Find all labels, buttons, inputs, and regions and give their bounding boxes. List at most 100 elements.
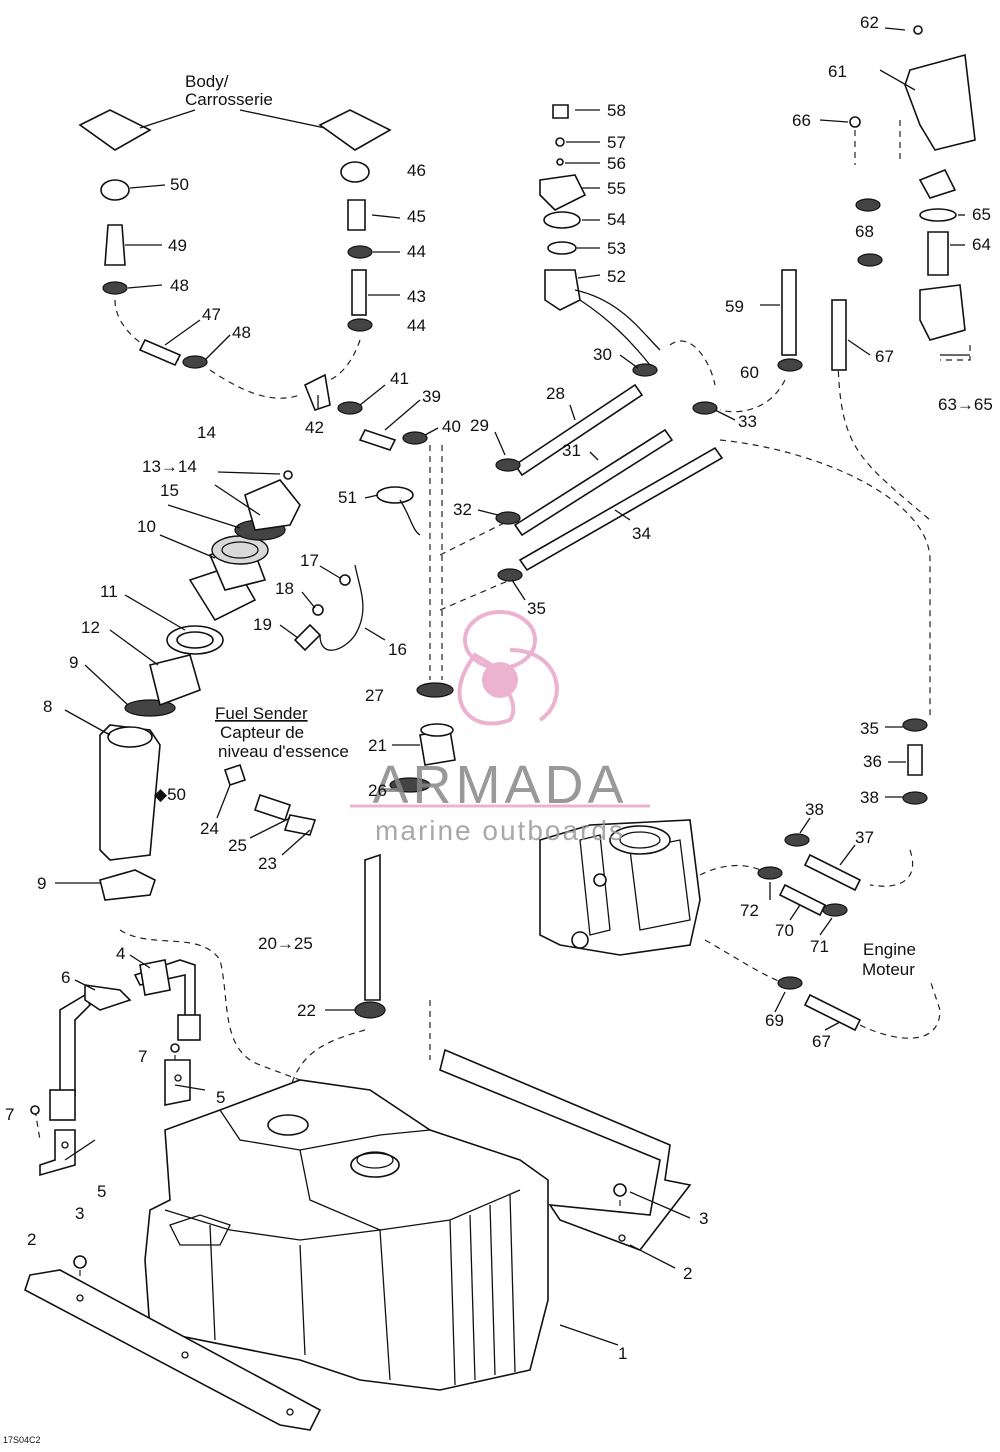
part-30: 30: [593, 345, 612, 364]
label-moteur: Moteur: [862, 960, 915, 979]
fuel-filter: [777, 25, 976, 372]
part-1: 1: [618, 1344, 627, 1363]
part-67-lower: 67: [812, 1032, 831, 1051]
part-labels: Body/ Carrosserie Fuel Sender Capteur de…: [3, 13, 993, 1445]
part-55: 55: [607, 179, 626, 198]
part-16: 16: [388, 640, 407, 659]
part-35-right: 35: [860, 719, 879, 738]
part-21: 21: [368, 736, 387, 755]
part-63-65: 63→65: [938, 395, 993, 414]
part-56: 56: [607, 154, 626, 173]
part-27: 27: [365, 686, 384, 705]
part-70: 70: [775, 921, 794, 940]
carburetor: [539, 819, 701, 956]
label-capteur: Capteur de: [220, 723, 304, 742]
part-44-upper: 44: [407, 242, 426, 261]
part-64: 64: [972, 235, 991, 254]
part-28: 28: [546, 384, 565, 403]
fuel-tank: [144, 1079, 549, 1391]
label-niveau: niveau d'essence: [218, 742, 349, 761]
part-59: 59: [725, 297, 744, 316]
label-carrosserie: Carrosserie: [185, 90, 273, 109]
part-17: 17: [300, 551, 319, 570]
part-37: 37: [855, 828, 874, 847]
part-50-sender: ◆50: [154, 785, 186, 804]
part-14: 14: [197, 423, 216, 442]
vent-hoses: [78, 109, 428, 451]
part-15: 15: [160, 481, 179, 500]
part-32: 32: [453, 500, 472, 519]
part-52: 52: [607, 267, 626, 286]
part-36: 36: [863, 752, 882, 771]
label-drawing-code: 17S04C2: [3, 1435, 41, 1445]
part-8: 8: [43, 697, 52, 716]
label-body: Body/: [185, 72, 229, 91]
cap-retainer: [293, 564, 364, 652]
part-57: 57: [607, 133, 626, 152]
part-3-left: 3: [75, 1204, 84, 1223]
part-38-upper: 38: [805, 800, 824, 819]
part-19: 19: [253, 615, 272, 634]
part-5-left: 5: [97, 1182, 106, 1201]
part-6: 6: [61, 968, 70, 987]
part-33: 33: [738, 412, 757, 431]
part-7-mid: 7: [138, 1047, 147, 1066]
part-67-upper: 67: [875, 347, 894, 366]
part-53: 53: [607, 239, 626, 258]
part-49: 49: [168, 236, 187, 255]
part-65: 65: [972, 205, 991, 224]
part-44-lower: 44: [407, 316, 426, 335]
part-5-mid: 5: [216, 1088, 225, 1107]
part-25: 25: [228, 836, 247, 855]
part-41: 41: [390, 369, 409, 388]
part-24: 24: [200, 819, 219, 838]
part-50: 50: [170, 175, 189, 194]
part-13-14: 13→14: [142, 457, 197, 476]
part-23: 23: [258, 854, 277, 873]
label-engine: Engine: [863, 940, 916, 959]
part-66: 66: [792, 111, 811, 130]
center-hoses: [376, 363, 724, 582]
fuel-pickup: [539, 104, 661, 366]
part-2-left: 2: [27, 1230, 36, 1249]
part-48-upper: 48: [170, 276, 189, 295]
part-71: 71: [810, 937, 829, 956]
part-34: 34: [632, 524, 651, 543]
part-48-lower: 48: [232, 323, 251, 342]
part-35-center: 35: [527, 599, 546, 618]
part-43: 43: [407, 287, 426, 306]
part-22: 22: [297, 1001, 316, 1020]
part-54: 54: [607, 210, 626, 229]
part-3-right: 3: [699, 1209, 708, 1228]
right-fittings: [757, 718, 928, 1032]
part-2-right: 2: [683, 1264, 692, 1283]
part-20-25: 20→25: [258, 934, 313, 953]
part-7-left: 7: [5, 1105, 14, 1124]
part-51: 51: [338, 488, 357, 507]
leader-lines: [55, 27, 970, 1346]
part-29: 29: [470, 416, 489, 435]
watermark: ARMADA marine outboards: [350, 610, 650, 846]
part-9-lower: 9: [37, 874, 46, 893]
part-45: 45: [407, 207, 426, 226]
fuel-sender: [223, 682, 456, 1019]
part-47: 47: [202, 305, 221, 324]
part-18: 18: [275, 579, 294, 598]
tank-supports: [24, 1048, 692, 1431]
part-60: 60: [740, 363, 759, 382]
part-62: 62: [860, 13, 879, 32]
part-40: 40: [442, 417, 461, 436]
part-9-upper: 9: [69, 653, 78, 672]
part-11: 11: [100, 582, 118, 601]
screws: [30, 1043, 627, 1269]
part-58: 58: [607, 101, 626, 120]
part-46: 46: [407, 161, 426, 180]
filler-neck-assembly: [99, 470, 301, 901]
propeller-logo-icon: [457, 610, 559, 726]
part-39: 39: [422, 387, 441, 406]
part-69: 69: [765, 1011, 784, 1030]
watermark-tagline: marine outboards: [375, 815, 625, 846]
part-12: 12: [81, 618, 100, 637]
